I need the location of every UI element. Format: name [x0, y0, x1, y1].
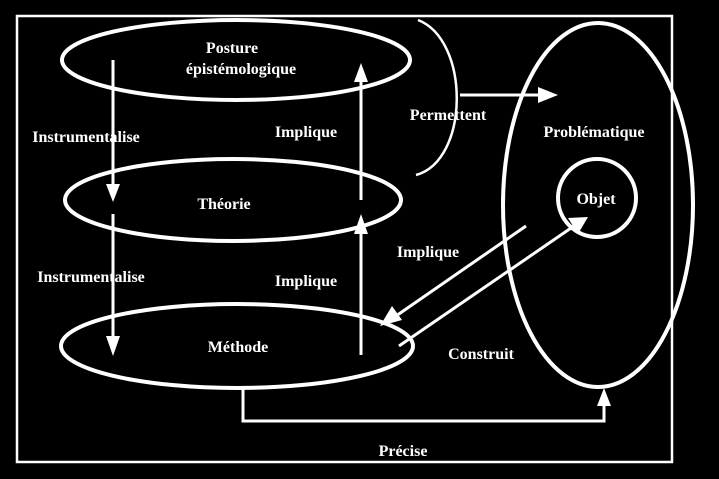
theorie-ellipse — [63, 157, 403, 243]
permettent-bracket — [415, 18, 458, 177]
permettent-label: Permettent — [410, 107, 487, 124]
implique-label-3: Implique — [397, 244, 459, 261]
problematique-ellipse — [501, 21, 695, 389]
implique-diagonal-arrow-shaft — [395, 224, 527, 318]
methode-ellipse — [59, 302, 415, 390]
implique-diagonal-arrow-head — [380, 306, 402, 326]
implique-label-2: Implique — [275, 273, 337, 290]
posture-label-line2: épistémologique — [186, 61, 296, 78]
objet-label: Objet — [576, 191, 616, 208]
implique-label-1: Implique — [275, 124, 337, 141]
posture-ellipse — [60, 18, 412, 102]
construit-label: Construit — [448, 346, 514, 363]
permettent-arrow-head — [538, 87, 558, 103]
posture-label-line1: Posture — [206, 40, 258, 57]
instrumentalise-label-1: Instrumentalise — [32, 129, 140, 146]
implique-arrow-1-head — [354, 63, 368, 82]
problematique-label: Problématique — [543, 124, 644, 141]
instrumentalise-arrow-2-head — [106, 336, 120, 356]
objet-circle — [556, 157, 638, 239]
instrumentalise-label-2: Instrumentalise — [37, 269, 145, 286]
outer-frame — [15, 14, 674, 464]
precise-label: Précise — [379, 443, 428, 460]
instrumentalise-arrow-1-head — [106, 184, 120, 202]
theorie-label: Théorie — [197, 196, 250, 213]
implique-arrow-2-head — [354, 214, 368, 234]
construit-arrow-shaft — [398, 224, 575, 348]
construit-arrow-head — [568, 217, 588, 234]
methode-label: Méthode — [208, 339, 268, 356]
precise-arrow-head — [597, 388, 611, 406]
precise-connector — [241, 388, 606, 423]
